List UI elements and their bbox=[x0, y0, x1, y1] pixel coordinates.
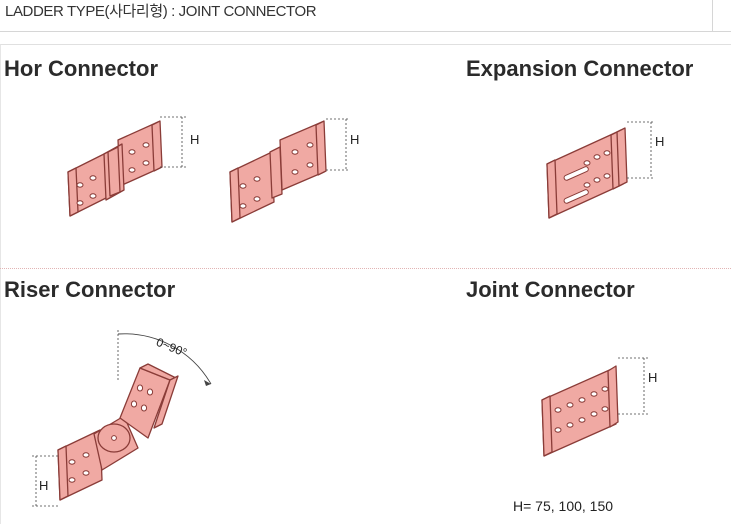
height-options-note: H= 75, 100, 150 bbox=[513, 498, 614, 514]
riser-height-label: H bbox=[39, 478, 48, 493]
hor-connector-illustration-2: H bbox=[229, 118, 359, 223]
joint-connector-illustration: H bbox=[541, 357, 657, 457]
joint-height-label: H bbox=[648, 370, 657, 385]
riser-connector-title: Riser Connector bbox=[4, 277, 176, 302]
page-title: LADDER TYPE(사다리형) : JOINT CONNECTOR bbox=[5, 3, 317, 20]
connector-panel bbox=[0, 44, 731, 524]
header-bar: LADDER TYPE(사다리형) : JOINT CONNECTOR bbox=[0, 0, 731, 32]
section-divider bbox=[0, 268, 731, 269]
joint-connector-title: Joint Connector bbox=[466, 277, 635, 302]
riser-connector-illustration: 0~90° H bbox=[32, 330, 212, 507]
hor-connector-title: Hor Connector bbox=[4, 56, 158, 81]
header-divider bbox=[712, 0, 713, 32]
hor-height-label-2: H bbox=[350, 132, 359, 147]
expansion-height-label: H bbox=[655, 134, 664, 149]
hor-connector-illustration-1: H bbox=[67, 116, 199, 217]
hor-height-label-1: H bbox=[190, 132, 199, 147]
expansion-connector-title: Expansion Connector bbox=[466, 56, 694, 81]
riser-angle-label: 0~90° bbox=[154, 335, 189, 360]
expansion-connector-illustration: H bbox=[546, 121, 664, 219]
